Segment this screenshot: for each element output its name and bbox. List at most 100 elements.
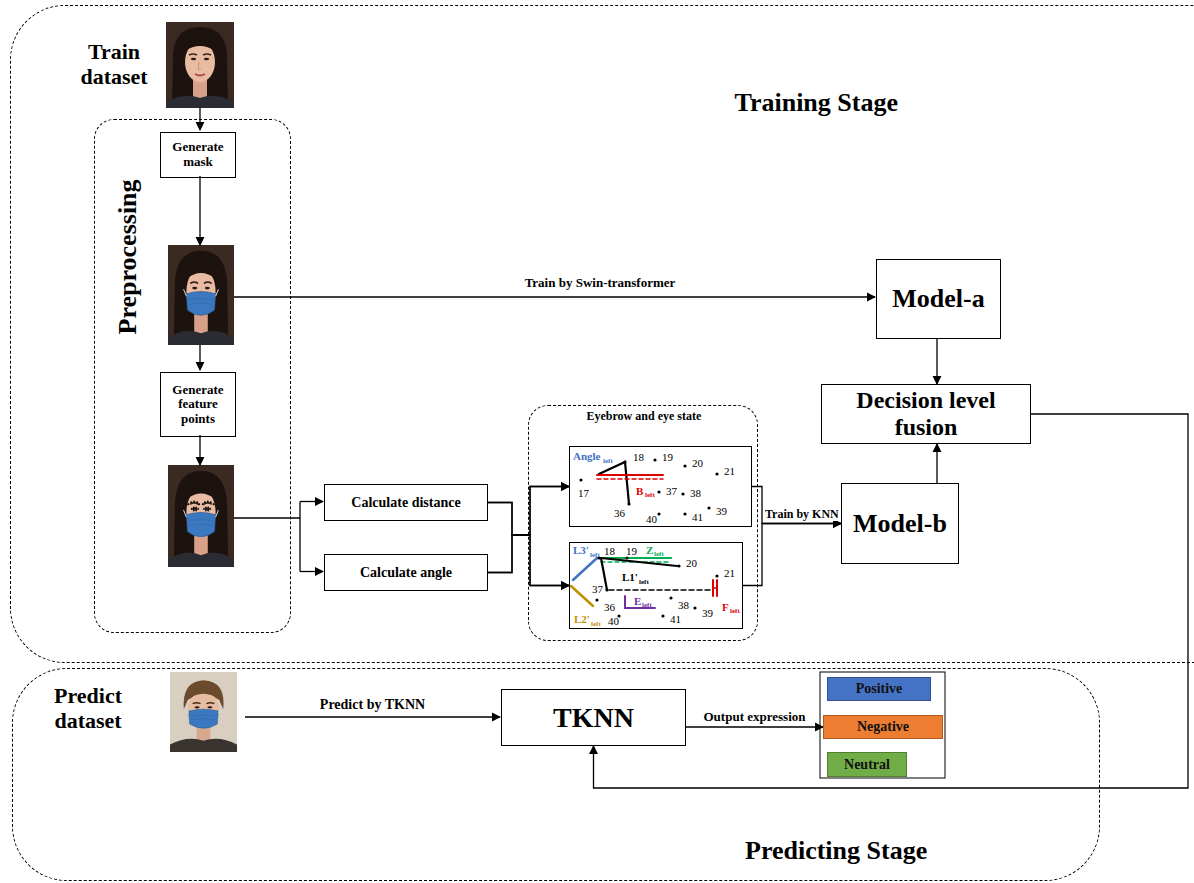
node-text: Model-b — [853, 509, 947, 538]
node-label: Preprocessing — [112, 179, 142, 334]
node-label: left — [642, 601, 652, 609]
landmark-dot — [715, 574, 718, 577]
model-box: Model-a — [876, 259, 1001, 339]
flow-arrow — [234, 296, 875, 297]
eyebrow-sketch — [597, 478, 663, 480]
face-photo — [166, 22, 234, 108]
landmark-panel: Angleleft1819202117Bleft373836394041 — [569, 446, 752, 527]
class-bar: Neutral — [827, 752, 907, 777]
node-label: left — [590, 551, 600, 559]
classifier-box: TKNN — [501, 689, 686, 746]
edge-label: Train by KNN — [763, 508, 841, 522]
text-label: Train dataset — [66, 40, 162, 89]
landmark-dot — [661, 614, 664, 617]
landmark-dot — [683, 464, 686, 467]
landmark-dot — [605, 588, 608, 591]
node-label: Angle — [573, 450, 601, 463]
node-text: TKNN — [553, 702, 634, 733]
text-label: Train by Swin-transformer — [480, 276, 720, 291]
landmark-dot — [681, 492, 684, 495]
node-text: Neutral — [844, 757, 890, 773]
node-label: Z — [646, 544, 653, 557]
landmark-dot — [669, 596, 672, 599]
landmark-dot — [595, 598, 598, 601]
node-label: 36 — [614, 507, 625, 520]
face-photo — [186, 707, 221, 728]
node-label: 19 — [662, 451, 673, 464]
text-label: Predict by TKNN — [300, 697, 445, 713]
connector — [594, 414, 1189, 788]
process-box: Calculate distance — [324, 484, 488, 521]
eyebrow-sketch — [571, 586, 593, 606]
flow-arrow — [199, 435, 200, 465]
node-label: 38 — [678, 599, 689, 612]
flow-arrow — [245, 716, 500, 717]
landmark-dot — [657, 512, 660, 515]
landmark-dot — [715, 472, 718, 475]
node-label: left — [591, 620, 601, 628]
class-bar: Negative — [823, 715, 943, 739]
node-label: 40 — [608, 615, 619, 628]
face-photo — [170, 672, 237, 752]
node-label: 20 — [686, 557, 697, 570]
landmark-dot — [653, 458, 656, 461]
node-label: L2' — [574, 613, 590, 626]
class-bar: Positive — [827, 677, 931, 701]
landmark-dot — [693, 606, 696, 609]
edge-label: Output expression — [702, 710, 808, 725]
feature-group: Eyebrow and eye stateAngleleft1819202117… — [528, 405, 758, 641]
node-text: Calculate angle — [360, 565, 452, 581]
stage-band: Training StagePreprocessing Generate mask… — [10, 5, 1194, 663]
node-label: left — [639, 578, 649, 586]
landmark-dot — [623, 460, 626, 463]
face-photo — [187, 501, 214, 512]
node-label: left — [654, 550, 664, 558]
node-label: 37 — [592, 583, 603, 596]
connector — [936, 339, 937, 384]
model-box: Model-b — [841, 483, 959, 564]
node-label: left — [730, 607, 740, 615]
eyebrow-sketch — [573, 558, 597, 580]
face-photo — [184, 289, 219, 315]
landmark-dot — [627, 502, 630, 505]
eyebrow-sketch — [597, 474, 663, 476]
node-label: 36 — [604, 601, 615, 614]
flow-arrow — [300, 501, 323, 502]
node-label: Training Stage — [735, 88, 898, 118]
node-label: 41 — [692, 511, 703, 524]
face-photo — [168, 465, 234, 567]
node-label: 39 — [716, 505, 727, 518]
landmark-dot — [677, 564, 680, 567]
flow-arrow — [199, 345, 200, 370]
preprocessing-group: Preprocessing Generate maskGenerate featu… — [94, 119, 291, 633]
node-label: 38 — [690, 487, 701, 500]
eyebrow-sketch — [601, 558, 677, 566]
landmark-dot — [579, 458, 718, 617]
node-text: Generate feature points — [165, 383, 231, 427]
node-label: 19 — [626, 545, 637, 558]
landmark-dot — [683, 512, 686, 515]
node-label: L3' — [573, 544, 589, 557]
flow-arrow — [199, 176, 200, 245]
node-label: 39 — [702, 607, 713, 620]
landmark-dot — [657, 490, 660, 493]
node-text: Decision level fusion — [826, 387, 1026, 441]
eyebrow-sketch — [609, 589, 713, 591]
node-label: 20 — [692, 457, 703, 470]
node-label: 17 — [578, 487, 589, 500]
flow-arrow — [300, 571, 323, 572]
node-label: 21 — [724, 465, 735, 478]
node-label: 41 — [670, 613, 681, 626]
eyebrow-sketch — [713, 587, 717, 589]
landmark-panel: L3'left1819Zleft20L1'left2137FleftL2'lef… — [569, 542, 743, 629]
eyebrow-sketch — [599, 462, 629, 504]
node-label: B — [636, 485, 643, 498]
node-label: Predicting Stage — [745, 836, 927, 866]
node-label: 21 — [724, 567, 735, 580]
node-text: Generate mask — [165, 140, 231, 169]
stage-band: Predicting Stage TKNN PositiveNegativeNeut… — [12, 668, 1100, 881]
node-label: Eyebrow and eye state — [587, 410, 702, 424]
node-label: E — [634, 595, 641, 608]
node-text: Calculate distance — [351, 495, 460, 511]
landmark-dot — [707, 506, 710, 509]
